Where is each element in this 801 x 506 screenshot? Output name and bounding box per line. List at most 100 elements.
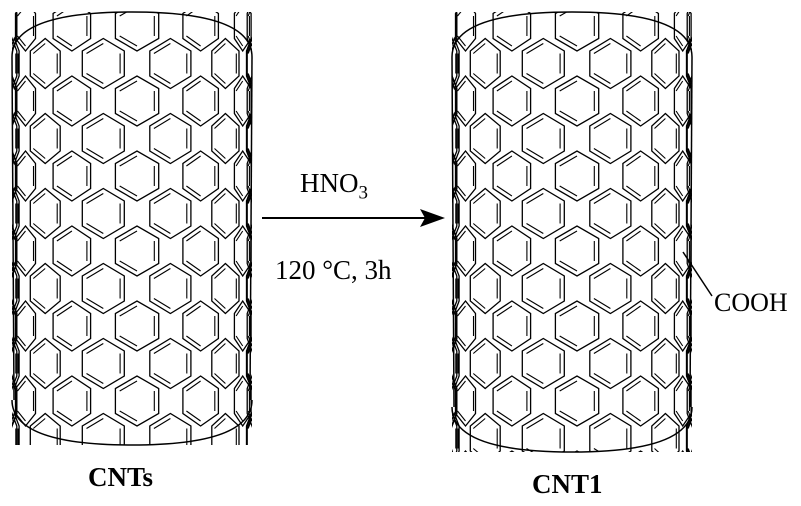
carbon-ring — [521, 262, 565, 315]
double-bond — [12, 269, 13, 271]
carbon-ring — [651, 262, 680, 315]
carbon-ring — [686, 411, 692, 452]
double-bond — [214, 223, 226, 234]
double-bond — [526, 223, 544, 234]
carbon-ring — [452, 36, 458, 91]
double-bond — [11, 449, 15, 459]
double-bond — [452, 119, 453, 121]
double-bond — [119, 12, 128, 17]
reaction-arrow — [262, 209, 445, 227]
double-bond — [457, 185, 466, 197]
carbon-ring — [452, 336, 458, 391]
double-bond — [675, 410, 684, 422]
double-bond — [686, 148, 692, 159]
double-bond — [235, 335, 244, 347]
double-bond — [246, 148, 252, 159]
double-bond — [235, 110, 244, 122]
double-bond — [186, 35, 201, 47]
double-bond — [526, 193, 544, 204]
double-bond — [12, 231, 13, 234]
double-bond — [496, 80, 513, 92]
tube-right-wall — [249, 56, 253, 401]
double-bond — [452, 381, 453, 383]
double-bond — [675, 335, 684, 347]
double-bond — [186, 80, 201, 92]
double-bond — [559, 35, 578, 47]
double-bond — [214, 268, 226, 279]
carbon-ring — [12, 74, 18, 128]
reactant-label: CNTs — [88, 462, 154, 492]
double-bond — [654, 448, 660, 452]
double-bond — [559, 305, 578, 317]
carbon-ring — [492, 12, 532, 52]
double-bond — [17, 230, 26, 242]
carbon-ring — [29, 262, 61, 315]
double-bond — [119, 155, 138, 167]
carbon-ring — [651, 37, 680, 90]
double-bond — [247, 12, 251, 17]
reaction-conditions: 120 °C, 3h — [275, 255, 392, 285]
double-bond — [12, 119, 13, 121]
double-bond — [457, 305, 466, 317]
carbon-ring — [14, 74, 37, 128]
carbon-ring — [29, 112, 61, 165]
carbon-ring — [452, 149, 458, 203]
double-bond — [32, 343, 46, 354]
double-bond — [153, 43, 171, 54]
carbon-ring — [554, 12, 600, 52]
carbon-ring — [651, 187, 680, 240]
double-bond — [526, 373, 544, 384]
double-bond — [559, 155, 578, 167]
carbon-ring — [589, 262, 632, 315]
double-bond — [496, 155, 513, 167]
double-bond — [675, 260, 684, 272]
double-bond — [593, 268, 611, 279]
double-bond — [235, 80, 244, 92]
double-bond — [457, 335, 466, 347]
double-bond — [12, 43, 13, 46]
double-bond — [472, 268, 486, 279]
double-bond — [457, 230, 466, 242]
carbon-ring — [686, 111, 692, 166]
carbon-ring — [589, 337, 632, 390]
double-bond — [214, 373, 226, 384]
double-bond — [119, 335, 138, 347]
double-bond — [8, 449, 12, 459]
double-bond — [56, 110, 73, 122]
carbon-ring — [452, 449, 454, 452]
double-bond — [56, 185, 73, 197]
double-bond — [186, 335, 201, 347]
carbon-ring — [589, 187, 632, 240]
double-bond — [458, 456, 466, 466]
double-bond — [119, 110, 138, 122]
double-bond — [675, 305, 684, 317]
carbon-ring — [651, 412, 680, 452]
carbon-ring — [211, 262, 240, 315]
double-bond — [12, 306, 13, 308]
double-bond — [452, 450, 453, 452]
double-bond — [496, 230, 513, 242]
double-bond — [654, 118, 666, 129]
double-bond — [472, 298, 486, 309]
double-bond — [452, 118, 453, 121]
carbon-ring — [52, 12, 92, 52]
carbon-ring — [12, 261, 20, 316]
double-bond — [452, 43, 453, 46]
carbon-ring — [452, 261, 458, 316]
double-bond — [56, 335, 73, 347]
double-bond — [626, 230, 641, 242]
carbon-ring — [246, 336, 252, 391]
double-bond — [448, 486, 452, 496]
carbon-ring — [12, 12, 18, 53]
carbon-ring — [14, 224, 37, 278]
double-bond — [654, 223, 666, 234]
double-bond — [186, 12, 194, 17]
double-bond — [56, 410, 73, 422]
double-bond — [17, 260, 26, 272]
double-bond — [448, 486, 452, 496]
double-bond — [472, 223, 486, 234]
carbon-ring — [149, 187, 192, 240]
carbon-ring — [211, 337, 240, 390]
double-bond — [12, 381, 13, 383]
